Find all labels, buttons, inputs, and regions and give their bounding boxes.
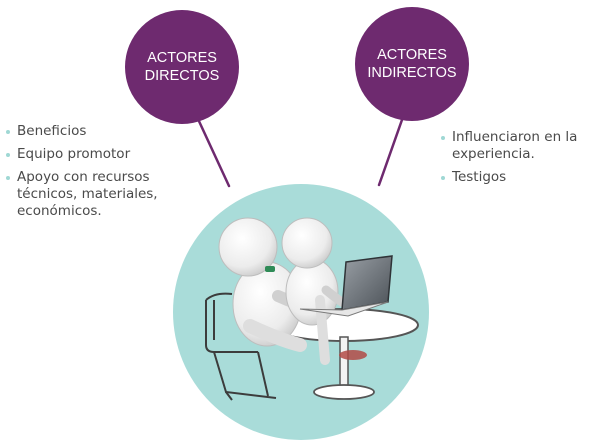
bubble-title-line-2: DIRECTOS <box>144 68 220 84</box>
chair <box>205 292 277 401</box>
list-actores-indirectos: Influenciaron en la experiencia. Testigo… <box>440 129 595 192</box>
bubble-actores-directos: ACTORES DIRECTOS <box>125 10 239 124</box>
connector-line-direct <box>196 117 231 188</box>
bubble-actores-indirectos: ACTORES INDIRECTOS <box>355 7 469 121</box>
connector-line-indirect <box>377 115 405 187</box>
list-item: Beneficios <box>5 123 180 140</box>
list-item: Apoyo con recursos técnicos, materiales,… <box>5 169 180 220</box>
bubble-title-line-2: INDIRECTOS <box>367 65 457 81</box>
list-actores-directos: Beneficios Equipo promotor Apoyo con rec… <box>5 123 180 226</box>
bubble-title-line-1: ACTORES <box>377 47 447 63</box>
figure-left <box>218 217 316 352</box>
list-item: Equipo promotor <box>5 146 180 163</box>
list-item: Influenciaron en la experiencia. <box>440 129 595 163</box>
list-item: Testigos <box>440 169 595 186</box>
bubble-title-line-1: ACTORES <box>147 50 217 66</box>
laptop <box>299 255 393 317</box>
